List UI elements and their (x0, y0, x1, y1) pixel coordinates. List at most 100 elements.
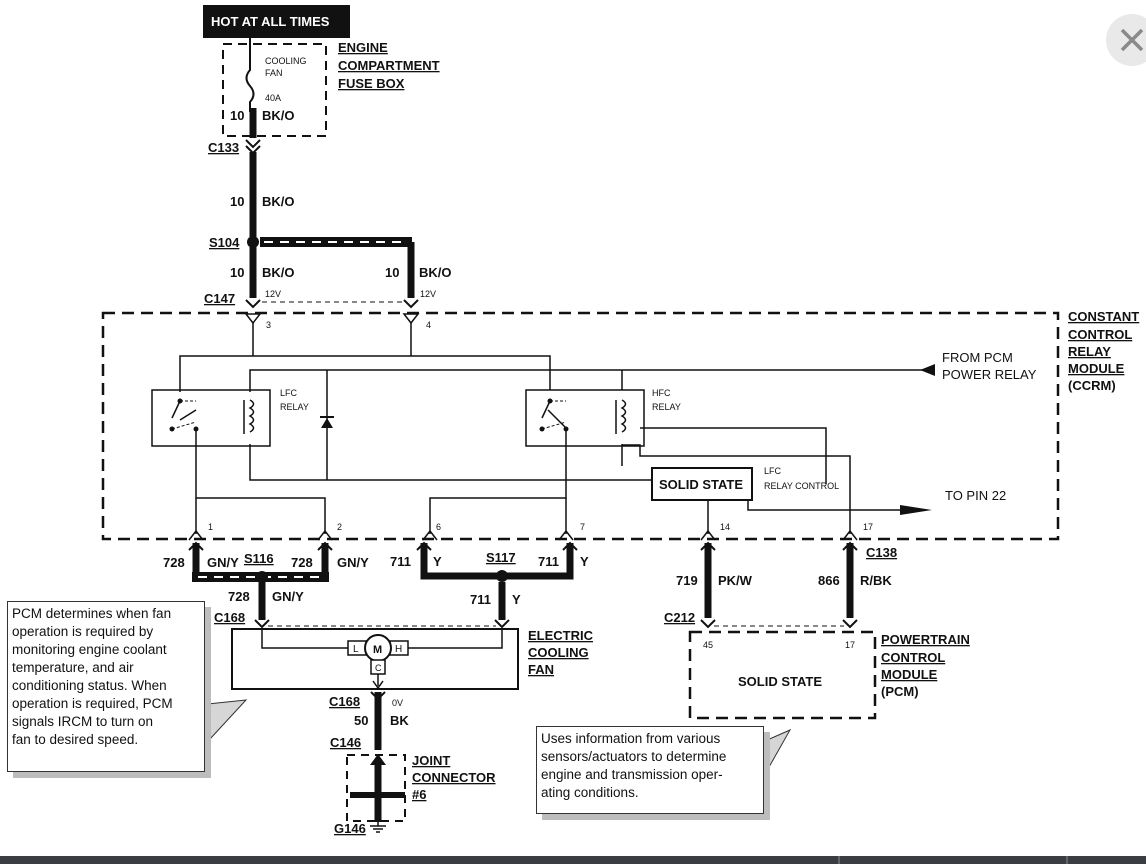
lfc-relay: LFC RELAY (151, 388, 309, 447)
svg-text:711: 711 (538, 554, 559, 569)
svg-text:45: 45 (703, 640, 713, 650)
svg-text:MODULE: MODULE (1068, 361, 1125, 376)
close-button[interactable] (1106, 14, 1146, 66)
svg-text:17: 17 (845, 640, 855, 650)
svg-text:728: 728 (163, 555, 185, 570)
svg-text:711: 711 (470, 592, 491, 607)
svg-text:(CCRM): (CCRM) (1068, 378, 1116, 393)
svg-text:C138: C138 (866, 545, 897, 560)
svg-text:S104: S104 (209, 235, 240, 250)
svg-text:GN/Y: GN/Y (272, 589, 304, 604)
svg-text:10: 10 (385, 265, 399, 280)
svg-text:BK/O: BK/O (262, 108, 295, 123)
svg-text:12V: 12V (420, 289, 436, 299)
note-line: sensors/actuators to determine (541, 749, 727, 764)
svg-text:Y: Y (433, 554, 442, 569)
pcm-signal-wires: C138 719 PK/W 866 R/BK C212 (664, 541, 897, 629)
svg-text:CONNECTOR: CONNECTOR (412, 770, 496, 785)
svg-text:3: 3 (266, 320, 271, 330)
note-line: conditioning status. When (12, 678, 167, 693)
svg-text:H: H (395, 644, 402, 655)
svg-text:C146: C146 (330, 735, 361, 750)
svg-text:728: 728 (291, 555, 313, 570)
svg-text:ELECTRIC: ELECTRIC (528, 628, 594, 643)
svg-text:LFC: LFC (280, 388, 298, 398)
note-line: operation is required by (12, 624, 154, 639)
right-note-pointer (755, 728, 792, 791)
svg-text:POWER RELAY: POWER RELAY (942, 367, 1037, 382)
close-icon (1120, 28, 1144, 52)
svg-text:10: 10 (230, 108, 244, 123)
svg-text:BK: BK (390, 713, 409, 728)
toolbar-divider (1066, 856, 1068, 864)
y-wire-s117: 711 Y S117 711 Y 711 Y (390, 541, 589, 620)
svg-text:Y: Y (512, 592, 521, 607)
note-line: fan to desired speed. (12, 732, 139, 747)
svg-text:MODULE: MODULE (881, 667, 938, 682)
svg-text:HOT AT ALL TIMES: HOT AT ALL TIMES (211, 14, 330, 29)
svg-text:SOLID STATE: SOLID STATE (659, 477, 743, 492)
svg-text:C147: C147 (204, 291, 235, 306)
diode-icon (320, 416, 334, 428)
note-line: temperature, and air (12, 660, 134, 675)
note-line: monitoring engine coolant (12, 642, 167, 657)
svg-text:CONTROL: CONTROL (1068, 327, 1132, 342)
right-note-pcm-info: Uses information from various sensors/ac… (536, 726, 764, 814)
powertrain-control-module: 45 17 SOLID STATE POWERTRAIN CONTROL MOD… (688, 630, 970, 720)
svg-text:POWERTRAIN: POWERTRAIN (881, 632, 970, 647)
svg-text:CONTROL: CONTROL (881, 650, 945, 665)
svg-text:(PCM): (PCM) (881, 684, 919, 699)
svg-text:14: 14 (720, 522, 730, 532)
svg-text:R/BK: R/BK (860, 573, 892, 588)
svg-text:0V: 0V (392, 698, 403, 708)
svg-text:G146: G146 (334, 821, 366, 836)
svg-text:RELAY: RELAY (1068, 344, 1111, 359)
ground-wire-bk: C168 0V 50 BK C146 (329, 691, 409, 750)
svg-text:C168: C168 (214, 610, 245, 625)
svg-text:C133: C133 (208, 140, 239, 155)
electric-cooling-fan: C168 L H M C ELECTRIC COOLING FAN (214, 610, 594, 690)
svg-text:M: M (373, 644, 382, 656)
ccrm-module: CONSTANT CONTROL RELAY MODULE (CCRM) 3 4 (101, 309, 1139, 541)
svg-text:FAN: FAN (265, 68, 283, 78)
svg-text:17: 17 (863, 522, 873, 532)
svg-text:Y: Y (580, 554, 589, 569)
svg-text:FAN: FAN (528, 662, 554, 677)
svg-text:719: 719 (676, 573, 698, 588)
svg-text:1: 1 (208, 522, 213, 532)
svg-text:CONSTANT: CONSTANT (1068, 309, 1139, 324)
hot-at-all-times-label: HOT AT ALL TIMES (203, 5, 350, 38)
svg-text:C168: C168 (329, 694, 360, 709)
svg-text:L: L (353, 644, 359, 655)
note-line: PCM determines when fan (12, 606, 172, 621)
svg-text:ENGINE: ENGINE (338, 40, 388, 55)
joint-connector-6: JOINT CONNECTOR #6 G146 (334, 753, 496, 836)
svg-text:FROM PCM: FROM PCM (942, 350, 1013, 365)
note-line: signals IRCM to turn on (12, 714, 154, 729)
toolbar-divider (838, 856, 840, 864)
svg-text:SOLID STATE: SOLID STATE (738, 674, 822, 689)
svg-text:FUSE BOX: FUSE BOX (338, 76, 405, 91)
svg-text:COOLING: COOLING (265, 56, 307, 66)
svg-text:PK/W: PK/W (718, 573, 753, 588)
svg-text:S116: S116 (244, 551, 274, 566)
svg-text:50: 50 (354, 713, 368, 728)
gny-wire-s116: 728 GN/Y S116 728 GN/Y 728 GN/Y (163, 541, 369, 620)
left-note-pcm-fan: PCM determines when fan operation is req… (7, 601, 205, 772)
svg-text:866: 866 (818, 573, 840, 588)
svg-text:RELAY CONTROL: RELAY CONTROL (764, 481, 839, 491)
svg-text:GN/Y: GN/Y (207, 555, 239, 570)
svg-text:HFC: HFC (652, 388, 671, 398)
svg-text:COMPARTMENT: COMPARTMENT (338, 58, 440, 73)
feed-wire-bko: C133 10 BK/O (208, 108, 295, 298)
svg-text:TO PIN 22: TO PIN 22 (945, 488, 1006, 503)
ccrm-solid-state-block: SOLID STATE LFC RELAY CONTROL (651, 466, 839, 501)
svg-text:12V: 12V (265, 289, 281, 299)
svg-text:#6: #6 (412, 787, 426, 802)
note-line: operation is required, PCM (12, 696, 173, 711)
svg-text:6: 6 (436, 522, 441, 532)
svg-text:S117: S117 (486, 550, 516, 565)
ground-icon (370, 822, 386, 833)
svg-text:2: 2 (337, 522, 342, 532)
